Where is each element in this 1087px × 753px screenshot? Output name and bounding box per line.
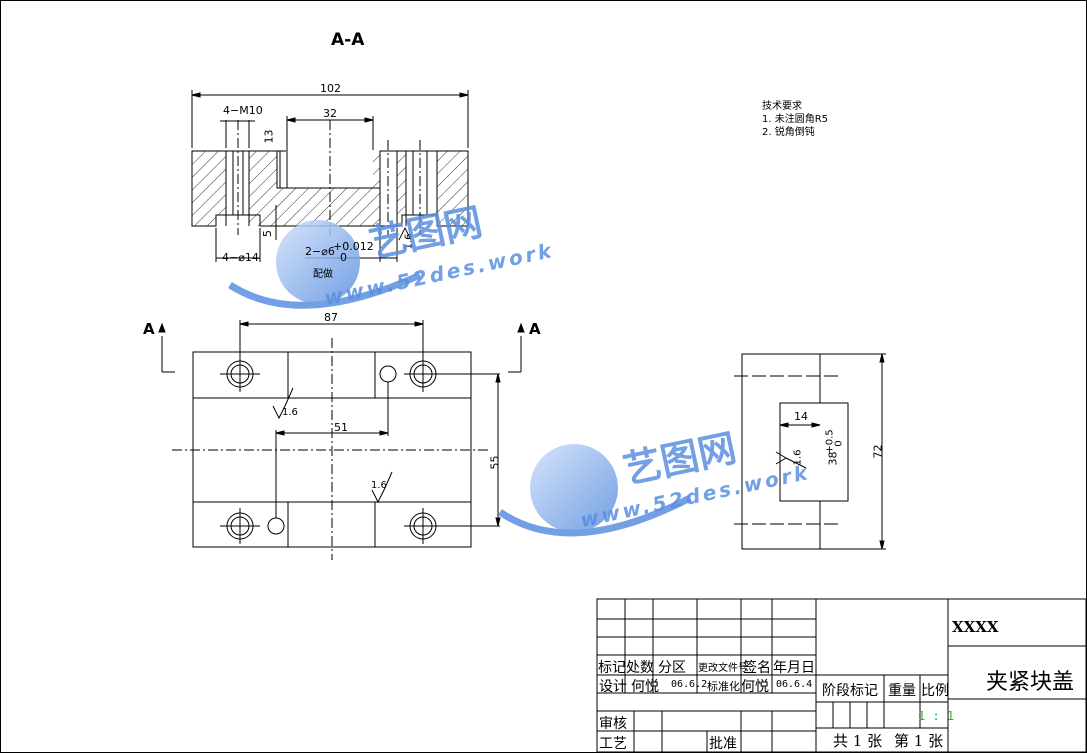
dim-pin-tol-lower: 0 [340, 251, 347, 264]
dim-hole-spacing: 87 [324, 311, 338, 324]
section-label: A-A [331, 30, 365, 50]
top-view [158, 320, 525, 560]
tb-approve-label: 批准 [709, 736, 737, 752]
tb-process-label: 工艺 [599, 736, 627, 752]
tb-header-count: 处数 [626, 660, 654, 676]
tb-header-date: 年月日 [773, 660, 815, 676]
tb-scale-label: 比例 [921, 683, 949, 699]
tech-req-item-2: 2. 锐角倒钝 [762, 127, 815, 138]
tb-header-zone: 分区 [658, 660, 686, 676]
tech-req-item-1: 1. 未注圆角R5 [762, 114, 829, 125]
tb-standardization-date: 06.6.4 [776, 679, 813, 690]
tb-designer: 何悦 [631, 679, 659, 695]
tb-design-date: 06.6.2 [671, 679, 708, 690]
dim-overall-height: 72 [871, 444, 885, 459]
dim-slot-tol-lower: 0 [833, 440, 845, 447]
dim-pin-spacing: 51 [334, 421, 348, 434]
dim-pin-tol-upper: +0.012 [333, 240, 374, 253]
dim-side-width: 14 [794, 410, 808, 423]
dim-pin-hole: 2−⌀6 [305, 245, 335, 258]
tb-stage-mark-label: 阶段标记 [822, 683, 878, 699]
dim-step: 5 [261, 230, 274, 237]
roughness-top: 1.6 [282, 407, 298, 418]
tb-scale-value: 1 : 1 [918, 709, 955, 723]
tb-design-label: 设计 [599, 679, 627, 695]
roughness-bottom: 1.6 [371, 480, 387, 491]
dim-counterbore: 4−⌀14 [222, 251, 259, 264]
cut-label-right: A [529, 320, 541, 338]
dim-overall-width: 102 [320, 82, 341, 95]
title-block-grid [596, 598, 1087, 753]
tb-sheet-total: 共 1 张 [833, 732, 883, 750]
dim-pin-note: 配做 [313, 269, 333, 280]
watermark-globe-2 [498, 444, 692, 537]
dim-thread: 4−M10 [223, 104, 263, 117]
tb-company: XXXX [952, 618, 999, 636]
tech-req-title: 技术要求 [762, 101, 802, 112]
tb-standardization-label: 标准化 [707, 680, 740, 693]
tb-header-sign: 签名 [743, 660, 771, 676]
side-view [734, 353, 886, 550]
tb-header-change-doc: 更改文件号 [698, 663, 748, 674]
tb-review-label: 审核 [599, 716, 627, 732]
dim-pocket-depth: 13 [262, 129, 276, 144]
tb-header-mark: 标记 [598, 660, 626, 676]
tb-part-name: 夹紧块盖 [986, 670, 1075, 695]
dim-pocket-width: 32 [323, 107, 337, 120]
tb-sheet-num: 第 1 张 [894, 732, 944, 750]
dim-height-55: 55 [488, 455, 502, 470]
tb-weight-label: 重量 [888, 683, 916, 699]
watermark-globe-1 [228, 220, 422, 309]
cut-label-left: A [143, 320, 155, 338]
tb-standardizer: 何悦 [741, 679, 769, 695]
